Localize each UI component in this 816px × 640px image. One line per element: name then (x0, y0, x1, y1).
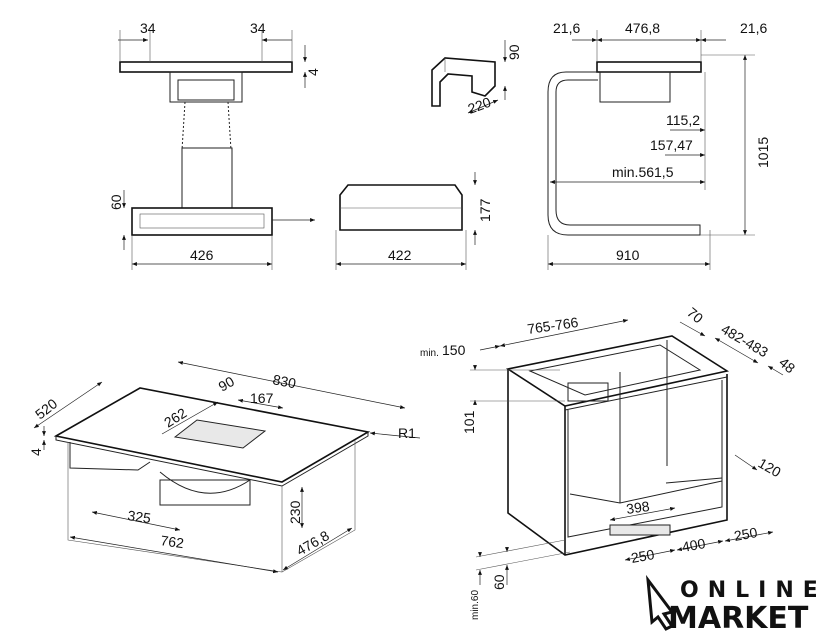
dim-120: 120 (756, 455, 784, 481)
dim-426: 426 (190, 247, 214, 263)
logo-line2: MARKET (668, 601, 809, 636)
dim-min-prefix: min. (420, 348, 439, 359)
dim-476-8-hob: 476,8 (294, 527, 333, 558)
dim-520: 520 (32, 395, 60, 422)
dim-250-left: 250 (630, 546, 656, 566)
plenum-view: 177 422 (335, 172, 493, 270)
dim-21-6-right: 21,6 (740, 20, 767, 36)
side-duct-path (547, 71, 701, 236)
motor-unit (169, 71, 243, 103)
hob-top (119, 61, 293, 73)
dim-762: 762 (160, 532, 186, 551)
duct-elbow (431, 57, 496, 107)
cabinet-top (505, 335, 730, 407)
front-view: 34 34 4 60 426 (108, 20, 321, 270)
dim-482-483: 482-483 (719, 321, 772, 361)
dim-400: 400 (681, 535, 707, 555)
dim-90: 90 (506, 44, 522, 60)
dim-325: 325 (127, 507, 153, 526)
logo-line1: ONLINE (680, 578, 816, 603)
dim-177: 177 (477, 198, 493, 222)
dim-60: 60 (491, 574, 507, 590)
base-box (131, 207, 273, 236)
online-market-logo: ONLINE MARKET (646, 574, 816, 636)
dim-167: 167 (250, 390, 274, 406)
fan-housing (159, 471, 251, 494)
dim-min-60: min.60 (470, 590, 481, 620)
cursor-icon (646, 574, 675, 631)
duct (181, 147, 233, 209)
dim-90: 90 (216, 373, 238, 395)
dim-150: 150 (442, 342, 466, 358)
dim-230: 230 (287, 500, 303, 524)
dim-220: 220 (466, 94, 494, 117)
side-view: 21,6 476,8 21,6 1015 115,2 157,47 min.56… (547, 20, 771, 270)
dim-min-561-5: min.561,5 (612, 164, 674, 180)
dim-4: 4 (305, 68, 321, 76)
dim-21-6-left: 21,6 (553, 20, 580, 36)
dim-101: 101 (461, 410, 477, 434)
dim-830: 830 (271, 371, 297, 391)
dim-476-8: 476,8 (625, 20, 660, 36)
dim-60: 60 (108, 194, 124, 210)
vent-slot (609, 524, 671, 536)
hob-isometric: 520 830 90 262 167 R1 4 325 762 230 476,… (28, 361, 421, 574)
dim-34-left: 34 (140, 20, 156, 36)
dim-34-right: 34 (250, 20, 266, 36)
dim-262: 262 (161, 404, 189, 430)
dim-4-hob: 4 (28, 448, 44, 456)
dim-765-766: 765-766 (526, 314, 579, 337)
dim-250-right: 250 (733, 524, 759, 544)
dim-1015: 1015 (755, 137, 771, 168)
dim-157-47: 157,47 (650, 137, 693, 153)
vent-grille (173, 419, 267, 449)
plenum-box (339, 184, 463, 231)
cabinet-isometric: min. 150 765-766 70 482-483 48 101 120 3… (420, 304, 798, 620)
side-hob (596, 61, 702, 73)
dim-910: 910 (616, 247, 640, 263)
dim-398: 398 (625, 498, 651, 517)
duct-piece-view: 90 220 (431, 40, 522, 117)
dim-70: 70 (684, 304, 706, 326)
dim-422: 422 (388, 247, 412, 263)
dim-r1: R1 (398, 425, 416, 441)
dim-115-2: 115,2 (666, 112, 700, 128)
